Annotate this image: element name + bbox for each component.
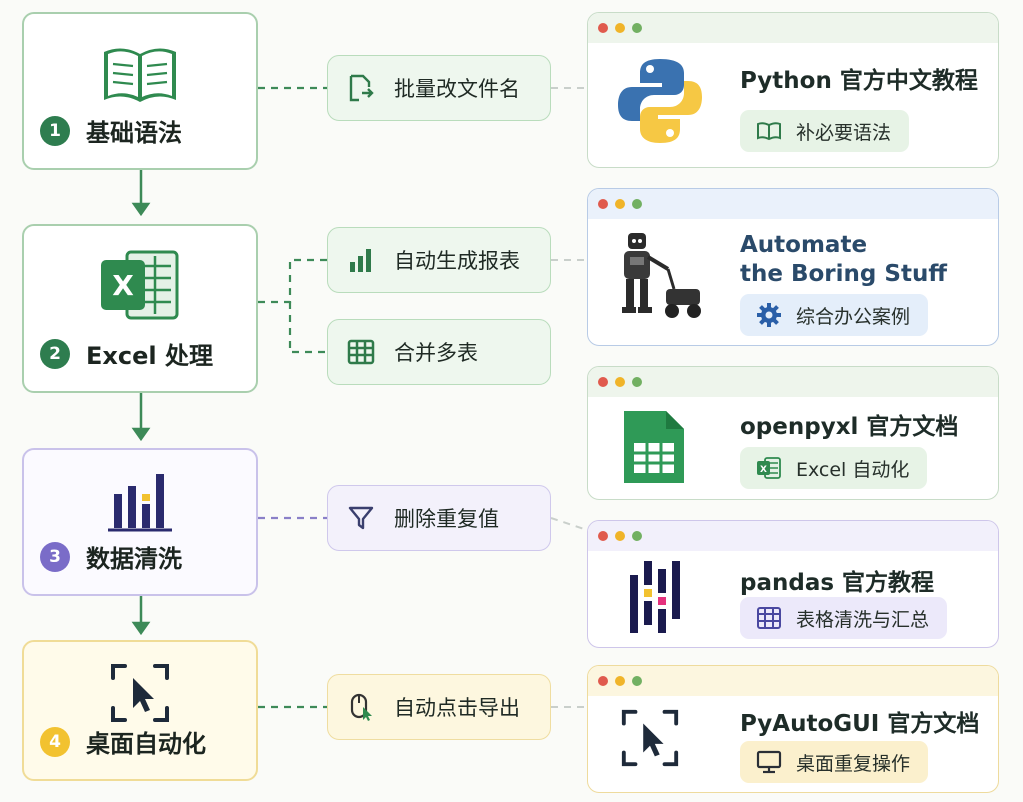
stage-4-title-row: 4 桌面自动化: [40, 724, 206, 759]
bar-chart-icon: [346, 245, 376, 275]
resource-title: Python 官方中文教程: [740, 68, 978, 94]
bar-chart-icon: [104, 468, 176, 538]
step-number-badge: 1: [40, 115, 70, 146]
python-logo: [616, 55, 704, 151]
robot-lawnmower-illustration: [610, 227, 706, 327]
task-pill-generate-report[interactable]: 自动生成报表: [327, 227, 551, 293]
gear-icon: [756, 302, 782, 328]
step-number-badge: 4: [40, 726, 70, 757]
resource-title-line2: the Boring Stuff: [740, 261, 947, 287]
link-task4-res4: [550, 517, 588, 531]
resource-title: PyAutoGUI 官方文档: [740, 711, 980, 737]
resource-title-line1: Automate: [740, 232, 868, 258]
resource-tag-label: 综合办公案例: [796, 305, 911, 328]
click-target-icon: [107, 660, 173, 730]
task-label: 合并多表: [394, 341, 478, 365]
window-titlebar: [588, 521, 998, 551]
resource-window-openpyxl-docs[interactable]: openpyxl 官方文档 X Excel 自动化: [587, 366, 999, 500]
resource-title: pandas 官方教程: [740, 570, 935, 596]
resource-window-python-tutorial[interactable]: Python 官方中文教程 补必要语法: [587, 12, 999, 168]
resource-tag-label: 表格清洗与汇总: [796, 608, 930, 631]
open-book-icon: [98, 42, 182, 112]
task-label: 批量改文件名: [394, 77, 520, 101]
task-pill-auto-click-export[interactable]: 自动点击导出: [327, 674, 551, 740]
resource-tag: 桌面重复操作: [740, 741, 929, 783]
resource-window-automate-boring-stuff[interactable]: Automate the Boring Stuff 综合办公案例: [587, 188, 999, 346]
link-stage2-task2: [258, 258, 327, 304]
stage-1-title-row: 1 基础语法: [40, 113, 182, 148]
resource-tag: 综合办公案例: [740, 294, 929, 336]
stage-card-3[interactable]: 3 数据清洗: [22, 448, 258, 596]
resource-tag-label: 补必要语法: [796, 121, 892, 144]
table-grid-icon: [346, 337, 376, 367]
monitor-icon: [756, 749, 782, 775]
window-titlebar: [588, 13, 998, 43]
resource-tag-label: 桌面重复操作: [796, 752, 911, 775]
excel-icon: X: [756, 455, 782, 481]
book-icon: [756, 118, 782, 144]
stage-title: 桌面自动化: [86, 730, 206, 758]
file-rename-icon: [346, 73, 376, 103]
svg-text:X: X: [760, 465, 767, 475]
excel-icon: X: [97, 246, 183, 328]
task-pill-rename-files[interactable]: 批量改文件名: [327, 55, 551, 121]
stage-title: 基础语法: [86, 119, 182, 147]
click-target-icon: [618, 706, 682, 774]
task-label: 删除重复值: [394, 507, 499, 531]
task-label: 自动点击导出: [394, 696, 520, 720]
table-icon: [756, 605, 782, 631]
resource-title: openpyxl 官方文档: [740, 414, 959, 440]
resource-title: Automate the Boring Stuff: [740, 231, 947, 289]
step-number-badge: 2: [40, 338, 70, 369]
stage-2-title-row: 2 Excel 处理: [40, 336, 213, 371]
window-titlebar: [588, 367, 998, 397]
mouse-click-icon: [346, 692, 376, 722]
stage-arrows: [131, 170, 151, 636]
svg-text:X: X: [112, 269, 134, 302]
stage-card-1[interactable]: 1 基础语法: [22, 12, 258, 170]
pandas-logo: [626, 559, 682, 639]
task-pill-merge-sheets[interactable]: 合并多表: [327, 319, 551, 385]
task-label: 自动生成报表: [394, 249, 520, 273]
task-pill-remove-duplicates[interactable]: 删除重复值: [327, 485, 551, 551]
link-stage2-task3: [288, 302, 327, 354]
stage-card-2[interactable]: X 2 Excel 处理: [22, 224, 258, 393]
resource-window-pyautogui-docs[interactable]: PyAutoGUI 官方文档 桌面重复操作: [587, 665, 999, 793]
window-titlebar: [588, 189, 998, 219]
stage-title: Excel 处理: [86, 342, 213, 370]
window-titlebar: [588, 666, 998, 696]
stage-title: 数据清洗: [86, 545, 182, 573]
resource-tag: 表格清洗与汇总: [740, 597, 948, 639]
resource-window-pandas-tutorial[interactable]: pandas 官方教程 表格清洗与汇总: [587, 520, 999, 648]
spreadsheet-logo: [620, 407, 688, 491]
stage-card-4[interactable]: 4 桌面自动化: [22, 640, 258, 781]
step-number-badge: 3: [40, 541, 70, 572]
resource-tag: 补必要语法: [740, 110, 910, 152]
filter-icon: [346, 503, 376, 533]
resource-tag-label: Excel 自动化: [796, 458, 910, 481]
stage-3-title-row: 3 数据清洗: [40, 539, 182, 574]
resource-tag: X Excel 自动化: [740, 447, 928, 489]
